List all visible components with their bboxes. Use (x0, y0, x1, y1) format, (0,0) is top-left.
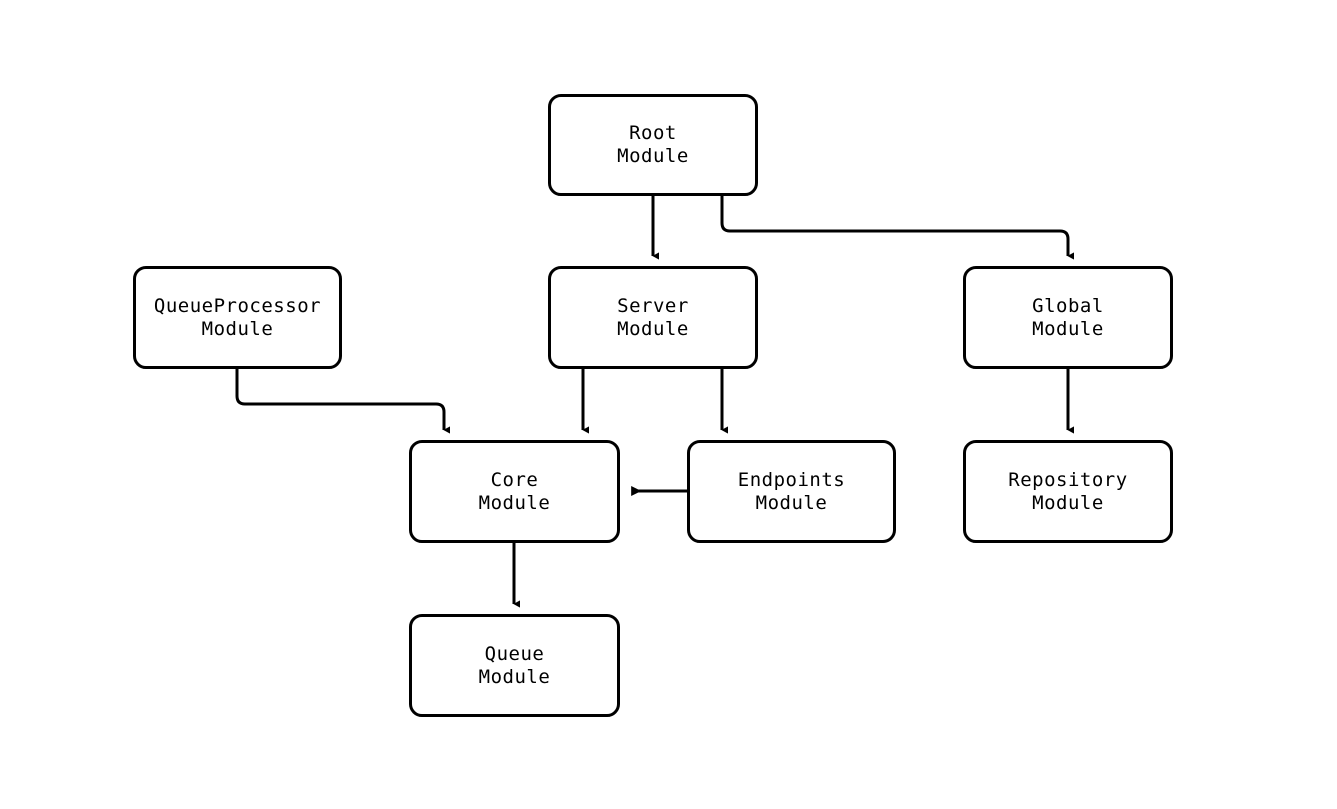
node-label-root: Root Module (617, 122, 689, 167)
node-label-global: Global Module (1032, 294, 1104, 340)
node-label-queueprocessor: QueueProcessor Module (153, 294, 322, 340)
node-core[interactable]: Core Module (409, 440, 620, 543)
node-label-core: Core Module (478, 468, 551, 514)
edge-queueprocessor-to-core (235, 369, 450, 434)
node-queueprocessor[interactable]: QueueProcessor Module (133, 266, 342, 369)
edge-root-to-global (720, 196, 1074, 260)
node-queue[interactable]: Queue Module (409, 614, 620, 717)
node-label-repository: Repository Module (1008, 468, 1128, 514)
node-root[interactable]: Root Module (548, 94, 758, 196)
node-endpoints[interactable]: Endpoints Module (687, 440, 896, 543)
node-label-queue: Queue Module (478, 642, 551, 688)
node-label-server: Server Module (617, 294, 689, 340)
node-server[interactable]: Server Module (548, 266, 758, 369)
node-label-endpoints: Endpoints Module (737, 468, 846, 514)
node-repository[interactable]: Repository Module (963, 440, 1173, 543)
node-global[interactable]: Global Module (963, 266, 1173, 369)
